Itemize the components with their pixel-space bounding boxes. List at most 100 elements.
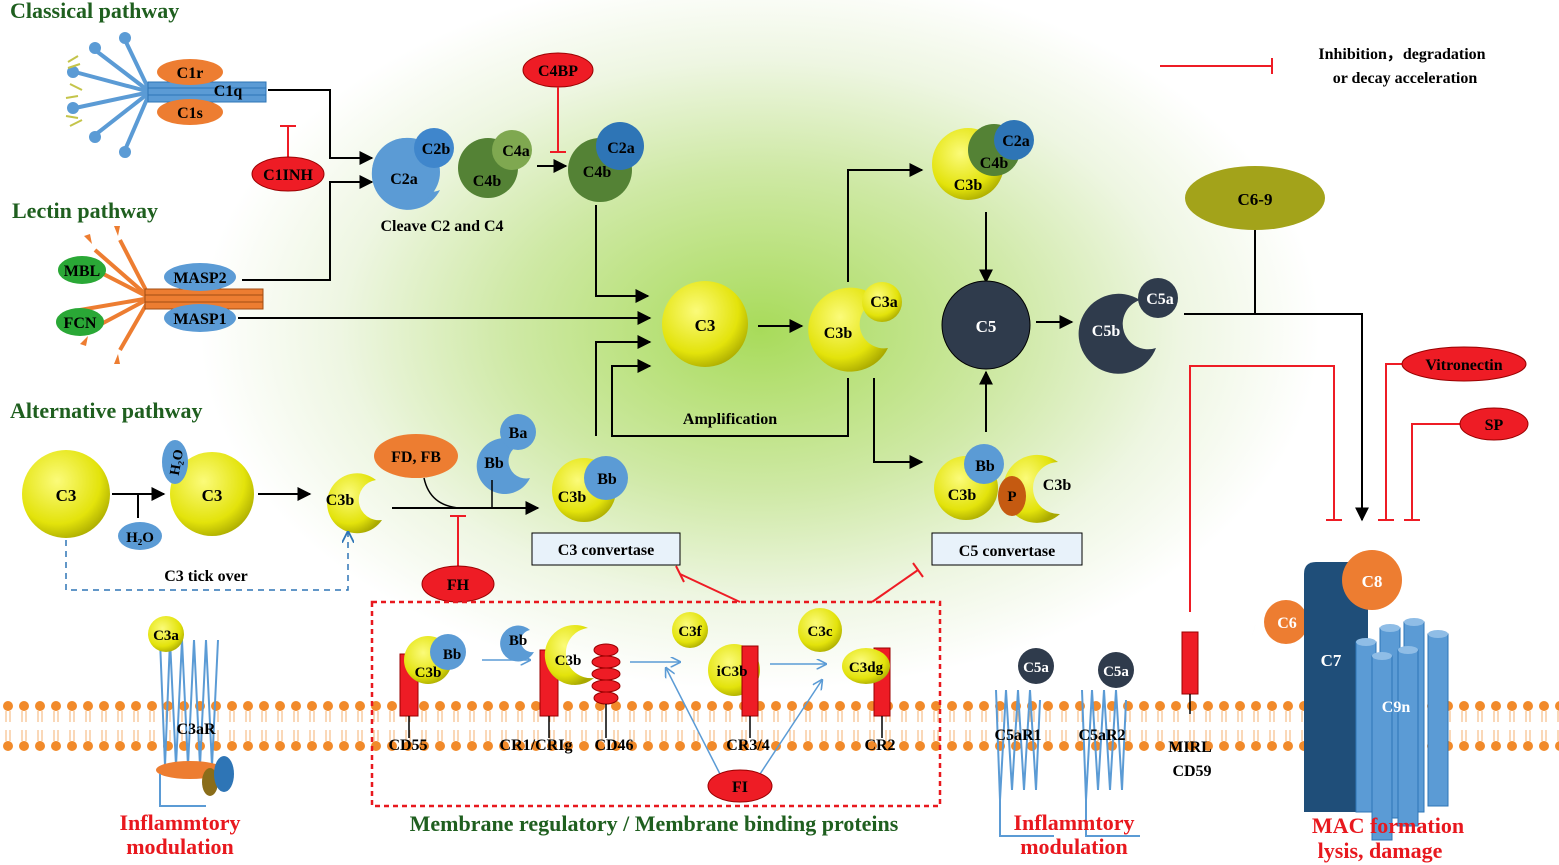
c3bbb-c3b-label: C3b — [558, 489, 587, 506]
vitronectin-label: Vitronectin — [1425, 357, 1502, 374]
c7-label: C7 — [1321, 651, 1342, 670]
c4b-c4a: C4a C4b — [458, 130, 532, 198]
c5conv-bb-label: Bb — [975, 458, 995, 475]
c3-central-label: C3 — [695, 316, 716, 335]
c3b-c3a: C3a C3b — [808, 282, 902, 372]
c3c-label: C3c — [808, 624, 833, 640]
h2o-top-label: H₂O — [168, 448, 187, 476]
mac-caption-line1: MAC formation — [1312, 813, 1464, 838]
masp2-label: MASP2 — [173, 270, 226, 287]
c3f: C3f — [672, 612, 708, 648]
masp2-to-c2-arrow — [242, 175, 374, 281]
c3b-alt: C3b — [326, 473, 382, 534]
c3-convertase-box: C3 convertase — [531, 532, 681, 566]
sp-inhibition — [1411, 423, 1460, 520]
c4a-label: C4a — [502, 143, 530, 160]
tickover-dashed-arrow — [65, 532, 348, 591]
mac-caption-line2: lysis, damage — [1318, 838, 1443, 863]
reg-to-c5conv-inhibition — [871, 569, 919, 603]
bb-label: Bb — [484, 455, 504, 472]
ic3b-label: iC3b — [717, 664, 748, 680]
c2b-label: C2b — [422, 141, 451, 158]
amplification-loop — [611, 359, 849, 437]
mbl-label: MBL — [64, 263, 100, 280]
membrane-proteins-caption: Membrane regulatory / Membrane binding p… — [410, 811, 899, 836]
cd59-protein: MIRL CD59 — [1168, 631, 1212, 780]
c1-complex: C1r C1q C1s — [65, 32, 267, 158]
complex-c2a-label: C2a — [1002, 133, 1030, 150]
lectin-complex: MBL FCN MASP2 MASP1 — [56, 226, 264, 364]
inflammatory-left-line2: modulation — [126, 834, 234, 859]
sp-label: SP — [1485, 417, 1504, 434]
inflammatory-left-line1: Inflammtory — [120, 810, 241, 835]
c3a-bound-label: C3a — [153, 628, 179, 644]
released-bb: Bb — [500, 625, 534, 662]
c3bbbc3b-complex: Bb C3b P C3b — [934, 444, 1071, 523]
c6-label: C6 — [1277, 615, 1297, 632]
inflammatory-right-line1: Inflammtory — [1014, 810, 1135, 835]
fh-label: FH — [447, 577, 470, 594]
cd55-c3b-label: C3b — [415, 665, 442, 681]
membrane-regulatory-box — [370, 600, 942, 808]
c3dg-cr2: C3dg CR2 — [842, 647, 896, 754]
h2o-bottom: H₂O — [118, 522, 162, 550]
vitronectin: Vitronectin — [1401, 346, 1527, 382]
cleave-label: Cleave C2 and C4 — [380, 218, 503, 235]
fd-fb: FD, FB — [374, 434, 461, 509]
c1s-label: C1s — [177, 105, 203, 122]
cd46-label: CD46 — [594, 737, 633, 754]
legend: Inhibition，degradation or decay accelera… — [1160, 46, 1486, 87]
c4bp-label: C4BP — [538, 63, 578, 80]
fcn-label: FCN — [64, 315, 97, 332]
cd55-label: CD55 — [388, 737, 427, 754]
c3-tickover-source: C3 — [22, 450, 110, 538]
c1-to-c2-arrow — [268, 89, 374, 165]
mac-complex: C6 C5b C7 C9n C8 — [1248, 550, 1449, 841]
c1q-label: C1q — [214, 83, 243, 100]
c2a-label: C2a — [390, 171, 418, 188]
amplification-label: Amplification — [683, 411, 777, 428]
c3-central: C3 — [662, 281, 748, 367]
sp: SP — [1459, 407, 1529, 441]
inflammatory-right-line2: modulation — [1020, 834, 1128, 859]
fh-inhibitor: FH — [421, 515, 495, 603]
ba-label: Ba — [509, 425, 528, 442]
c5-convertase-label: C5 convertase — [959, 543, 1055, 560]
h2o-bottom-label: H₂O — [126, 530, 154, 546]
c3b-center-label: C3b — [824, 325, 853, 342]
to-c5-convertase-alt-arrow — [873, 378, 924, 469]
masp1-label: MASP1 — [173, 311, 226, 328]
c3bbb: Bb C3b — [552, 456, 628, 522]
c5-convertase-box: C5 convertase — [931, 532, 1083, 566]
mac-c5b-label: C5b — [1248, 651, 1277, 668]
fi-factor: FI — [666, 668, 822, 803]
c3bbb-bb-label: Bb — [597, 471, 617, 488]
c3b-c4b-c2a-complex: C2a C4b C3b — [932, 120, 1034, 200]
c8-label: C8 — [1362, 572, 1383, 591]
c3dg-label: C3dg — [849, 660, 884, 676]
c1r-label: C1r — [177, 65, 204, 82]
legend-line-1: Inhibition，degradation — [1318, 46, 1485, 63]
tickover-label: C3 tick over — [164, 568, 248, 585]
cd55-protein: Bb C3b CD55 — [388, 634, 466, 754]
c3-alt-label: C3 — [56, 486, 77, 505]
c9n-label: C9n — [1382, 699, 1411, 716]
fi-label: FI — [732, 779, 748, 796]
fdfb-label: FD, FB — [391, 449, 441, 466]
c5ar2-c5a-label: C5a — [1103, 664, 1129, 680]
c3c: C3c — [798, 608, 842, 652]
cr1-cd46-proteins: C3b CR1/CRIg CD46 — [500, 624, 634, 754]
c5conv-c3b-left-label: C3b — [948, 487, 977, 504]
c5conv-c3b-right-label: C3b — [1043, 477, 1072, 494]
cd55-bb-label: Bb — [443, 647, 461, 663]
c3-convertase-label: C3 convertase — [558, 542, 654, 559]
cr34-label: CR3/4 — [726, 737, 770, 754]
complex-c3b-label: C3b — [954, 177, 983, 194]
c3b-alt-label: C3b — [326, 492, 355, 509]
c5a-label: C5a — [1146, 291, 1174, 308]
c4b2a-complex: C2a C4b — [568, 122, 644, 202]
c4b2a-to-c3-arrow — [595, 205, 650, 303]
vitronectin-inhibition — [1385, 363, 1402, 520]
